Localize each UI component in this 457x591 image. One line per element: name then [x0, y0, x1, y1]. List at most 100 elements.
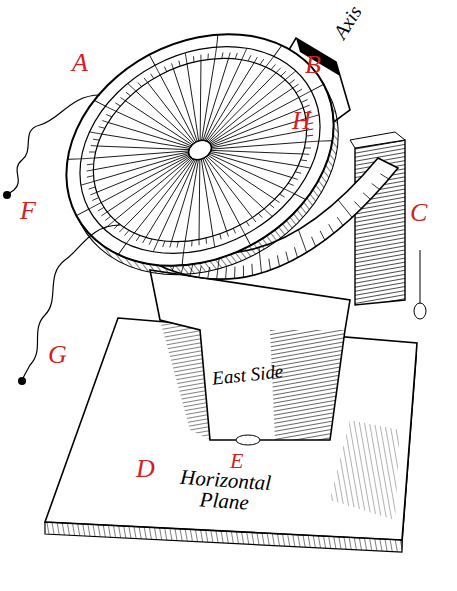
- stroke: [92, 197, 98, 201]
- stroke: [219, 234, 223, 239]
- stroke: [116, 88, 191, 170]
- stroke: [252, 217, 255, 222]
- stroke: [200, 80, 295, 143]
- stroke: [234, 267, 235, 279]
- stroke: [298, 230, 306, 253]
- stroke: [354, 201, 361, 208]
- stroke: [245, 235, 251, 246]
- stroke: [91, 143, 98, 149]
- stroke: [204, 238, 208, 244]
- stroke: [220, 52, 226, 58]
- stroke: [329, 224, 334, 233]
- stroke: [138, 82, 142, 87]
- stroke: [212, 35, 223, 47]
- stroke: [191, 159, 238, 232]
- stroke: [143, 160, 225, 242]
- wire-f: [8, 95, 100, 194]
- stroke: [151, 74, 154, 79]
- stroke: [120, 96, 125, 102]
- stroke: [101, 156, 189, 203]
- stroke: [141, 237, 148, 243]
- stroke: [292, 84, 298, 88]
- stroke: [271, 45, 285, 56]
- stroke: [253, 57, 260, 63]
- stroke: [135, 235, 142, 240]
- stroke: [102, 119, 108, 125]
- stroke: [199, 55, 204, 61]
- stroke: [233, 228, 236, 233]
- stroke: [168, 242, 174, 248]
- stroke: [296, 89, 302, 93]
- stroke: [280, 193, 285, 199]
- stroke: [238, 48, 250, 60]
- stroke: [303, 151, 310, 157]
- stroke: [105, 103, 116, 115]
- stroke: [225, 267, 227, 279]
- stroke: [269, 259, 271, 270]
- stroke: [372, 184, 380, 190]
- stroke: [149, 55, 155, 66]
- engraved-label: Horizontal Plane: [159, 466, 292, 517]
- stroke: [68, 154, 82, 165]
- stroke: [108, 94, 190, 176]
- stroke: [226, 53, 232, 59]
- stroke: [243, 265, 244, 277]
- stroke: [110, 158, 205, 227]
- stroke: [106, 113, 112, 119]
- stroke: [284, 185, 295, 197]
- stroke: [226, 231, 229, 236]
- stroke: [304, 145, 311, 150]
- reference-letter: E: [230, 450, 243, 472]
- stroke: [206, 54, 211, 60]
- stroke: [301, 157, 307, 163]
- stroke: [115, 244, 129, 255]
- stroke: [298, 161, 310, 173]
- hour-circle: [26, 0, 379, 320]
- reference-letter: H: [292, 108, 311, 134]
- stroke: [251, 264, 253, 276]
- stroke: [289, 80, 296, 84]
- stroke: [126, 91, 130, 97]
- stroke: [264, 207, 272, 218]
- stroke: [184, 63, 276, 141]
- reference-letter: A: [72, 50, 88, 76]
- stroke: [171, 59, 246, 141]
- pedestal: [150, 270, 350, 445]
- stroke: [115, 102, 120, 108]
- stroke: [89, 186, 96, 190]
- stroke: [182, 53, 190, 64]
- stroke: [102, 101, 190, 182]
- wire-g: [23, 225, 120, 378]
- stroke: [378, 158, 398, 168]
- stroke: [89, 127, 101, 139]
- stroke: [258, 213, 262, 218]
- reference-letter: G: [48, 342, 67, 368]
- stroke: [93, 137, 99, 143]
- stroke: [301, 99, 307, 103]
- stroke: [246, 55, 252, 61]
- stroke: [87, 168, 94, 173]
- stroke: [209, 131, 284, 213]
- stroke: [210, 236, 218, 247]
- stroke: [292, 176, 298, 182]
- stroke: [178, 61, 182, 66]
- stroke: [94, 97, 105, 109]
- stroke: [162, 69, 209, 142]
- stroke: [210, 47, 221, 59]
- stroke: [87, 162, 94, 167]
- stroke: [211, 108, 305, 182]
- stroke: [312, 237, 316, 247]
- stroke: [89, 203, 101, 210]
- stroke: [299, 91, 311, 98]
- stroke: [81, 153, 94, 164]
- engraved-label: Axis: [330, 2, 365, 42]
- stroke: [270, 203, 274, 209]
- reference-letter: B: [305, 52, 321, 78]
- stroke: [124, 159, 216, 237]
- stroke: [118, 227, 125, 232]
- stroke: [207, 144, 264, 221]
- stroke: [101, 212, 107, 216]
- stroke: [171, 63, 174, 68]
- stroke: [154, 160, 229, 242]
- stroke: [144, 78, 147, 83]
